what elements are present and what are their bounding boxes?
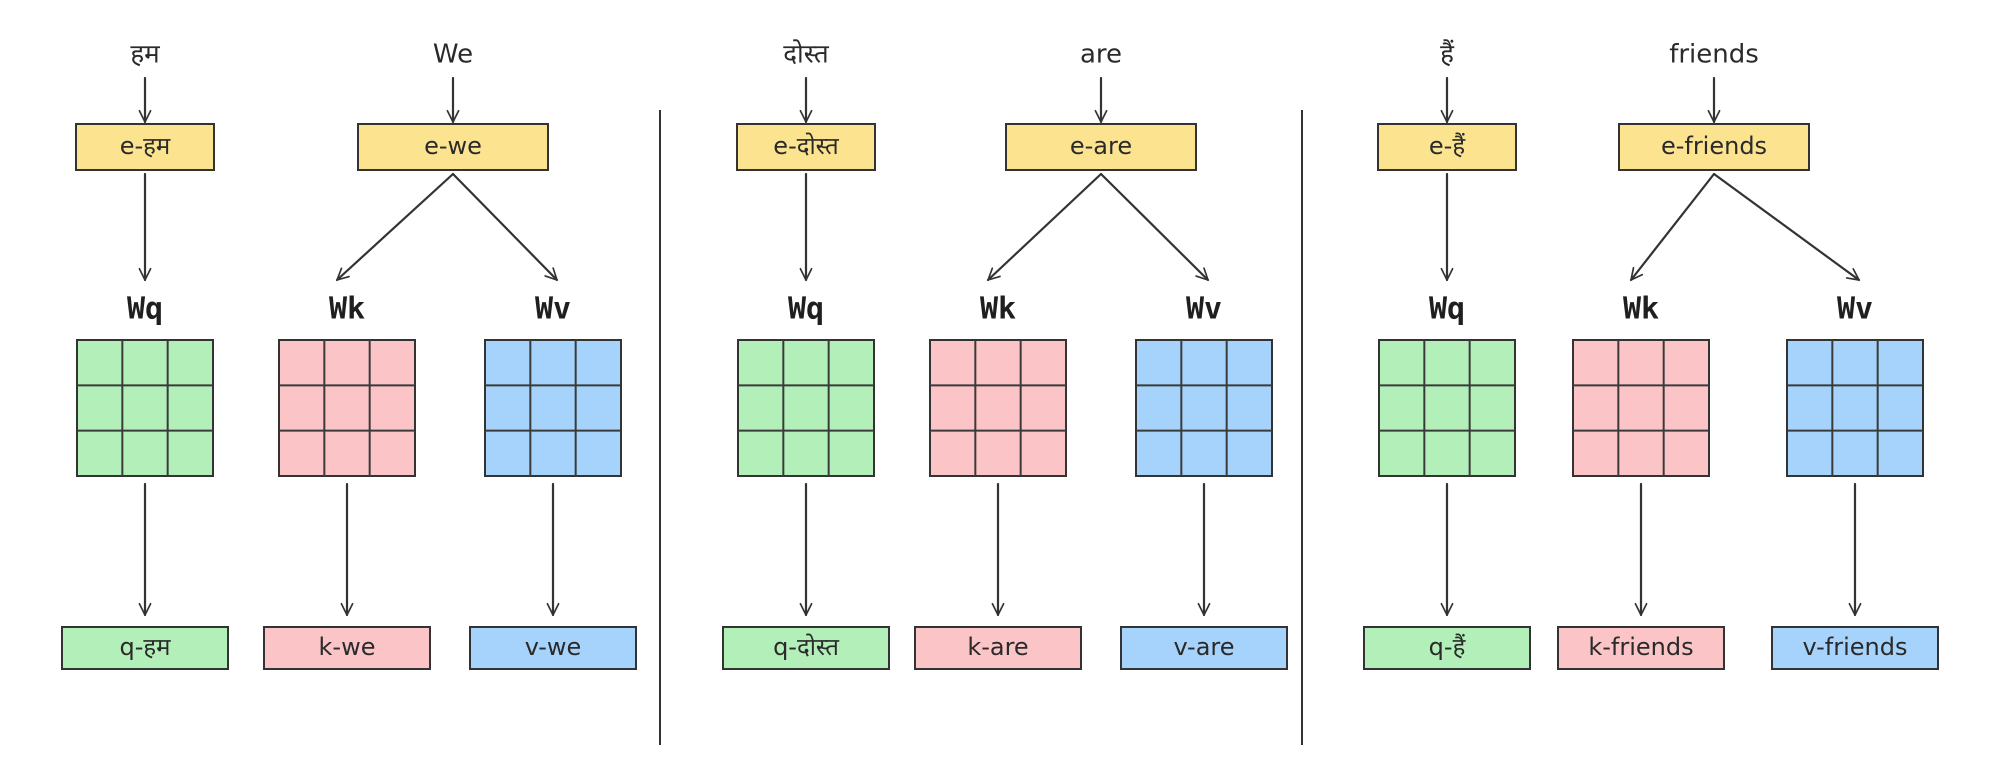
source-word: are: [1080, 40, 1122, 70]
matrix-frame: [1378, 339, 1516, 477]
matrix-frame: [1572, 339, 1710, 477]
arrow-branch-right: [451, 172, 559, 282]
matrix-frame: [484, 339, 622, 477]
query-output-label: q-दोस्त: [773, 633, 840, 661]
value-weight-matrix: [1135, 339, 1273, 477]
query-output-label: q-हैं: [1429, 633, 1467, 661]
value-output-label: v-friends: [1803, 633, 1908, 661]
source-word: friends: [1669, 40, 1759, 70]
arrow-branch-right: [1099, 172, 1210, 282]
value-weight-label: Wv: [535, 292, 571, 327]
value-weight-label: Wv: [1837, 292, 1873, 327]
query-weight-label: Wq: [1429, 292, 1465, 327]
matrix-frame: [76, 339, 214, 477]
key-weight-label: Wk: [1623, 292, 1659, 327]
key-weight-matrix: [1572, 339, 1710, 477]
key-weight-matrix: [929, 339, 1067, 477]
value-weight-matrix: [1786, 339, 1924, 477]
query-output-box: [61, 626, 229, 670]
source-word: हैं: [1440, 39, 1455, 70]
query-weight-label: Wq: [788, 292, 824, 327]
value-output-box: [469, 626, 637, 670]
value-output-box: [1120, 626, 1288, 670]
embedding-label: e-we: [424, 132, 482, 160]
embedding-label: e-are: [1070, 132, 1132, 160]
matrix-frame: [1135, 339, 1273, 477]
value-output-label: v-are: [1173, 633, 1234, 661]
value-output-label: v-we: [525, 633, 582, 661]
query-weight-matrix: [1378, 339, 1516, 477]
matrix-frame: [1786, 339, 1924, 477]
embedding-box: [1005, 123, 1197, 171]
source-word: हम: [130, 40, 160, 70]
arrow-branch-right: [1712, 172, 1861, 282]
key-output-label: k-we: [319, 633, 376, 661]
key-weight-label: Wk: [980, 292, 1016, 327]
arrow-branch-left: [986, 172, 1103, 282]
embedding-box: [1618, 123, 1810, 171]
arrow-branch-left: [1629, 172, 1716, 282]
key-output-box: [263, 626, 431, 670]
query-output-label: q-हम: [120, 633, 172, 661]
embedding-box: [357, 123, 549, 171]
matrix-frame: [278, 339, 416, 477]
embedding-box: [1377, 123, 1517, 171]
matrix-frame: [929, 339, 1067, 477]
embedding-label: e-दोस्त: [773, 132, 840, 160]
embedding-label: e-हैं: [1429, 132, 1466, 160]
source-word: दोस्त: [783, 39, 830, 70]
embedding-box: [75, 123, 215, 171]
query-weight-matrix: [76, 339, 214, 477]
embedding-label: e-friends: [1661, 132, 1767, 160]
key-weight-label: Wk: [329, 292, 365, 327]
query-weight-label: Wq: [127, 292, 163, 327]
key-output-label: k-are: [967, 633, 1028, 661]
value-weight-matrix: [484, 339, 622, 477]
query-weight-matrix: [737, 339, 875, 477]
matrix-frame: [737, 339, 875, 477]
key-output-label: k-friends: [1588, 633, 1693, 661]
value-weight-label: Wv: [1186, 292, 1222, 327]
key-weight-matrix: [278, 339, 416, 477]
query-output-box: [1363, 626, 1531, 670]
key-output-box: [914, 626, 1082, 670]
query-output-box: [722, 626, 890, 670]
arrow-branch-left: [335, 172, 455, 282]
source-word: We: [433, 40, 473, 70]
embedding-label: e-हम: [120, 132, 171, 160]
embedding-box: [736, 123, 876, 171]
value-output-box: [1771, 626, 1939, 670]
key-output-box: [1557, 626, 1725, 670]
